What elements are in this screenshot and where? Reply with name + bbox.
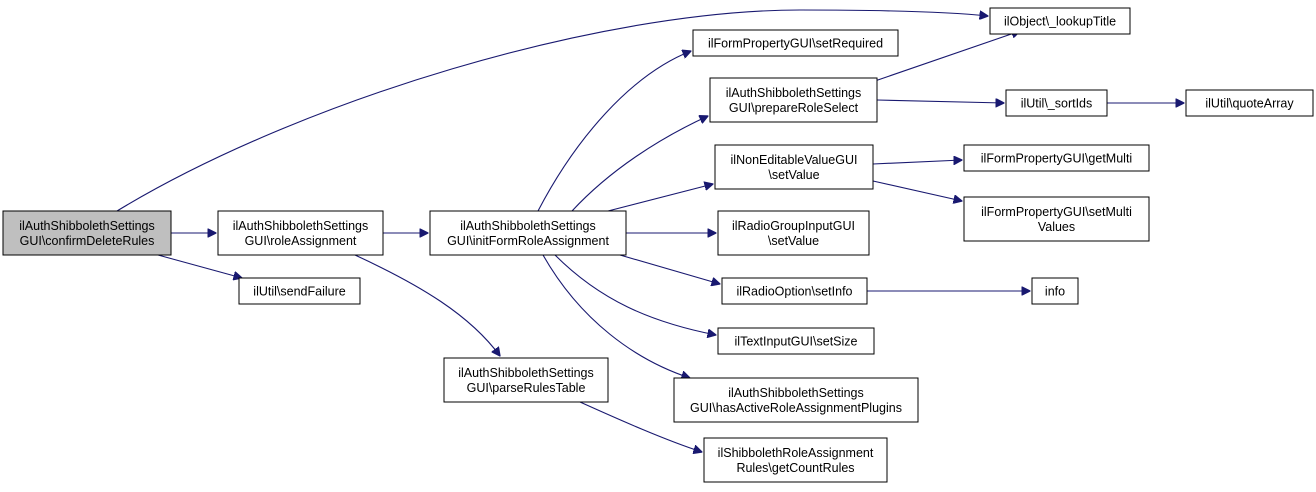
node-box [717,327,875,355]
node-label-line: GUI\initFormRoleAssignment [447,234,609,248]
node-info[interactable]: info [1031,277,1079,305]
node-box [1185,89,1314,117]
node-label-line: ilRadioOption\setInfo [736,285,852,299]
node-nevSetValue[interactable]: ilNonEditableValueGUI\setValue [714,144,874,190]
node-label-line: GUI\roleAssignment [245,234,357,248]
node-box [238,277,361,305]
node-getCountRules[interactable]: ilShibbolethRoleAssignmentRules\getCount… [703,437,888,483]
node-label-line: \setValue [768,168,819,182]
node-label-line: ilAuthShibbolethSettings [726,86,862,100]
node-box [709,77,878,123]
node-label-line: GUI\confirmDeleteRules [20,234,155,248]
edge-parseRulesTable-to-getCountRules [579,401,702,452]
node-label-line: ilUtil\quoteArray [1205,97,1294,111]
node-label-line: ilAuthShibbolethSettings [460,219,596,233]
node-box [714,144,874,190]
node-label-line: ilShibbolethRoleAssignment [718,446,874,460]
node-sendFailure[interactable]: ilUtil\sendFailure [238,277,361,305]
edge-initFormRoleAssignment-to-hasActive [542,254,690,378]
edge-prepareRoleSelect-to-sortIds [876,100,1004,103]
node-prepareRoleSelect[interactable]: ilAuthShibbolethSettingsGUI\prepareRoleS… [709,77,878,123]
node-label-line: GUI\prepareRoleSelect [729,101,859,115]
edge-nevSetValue-to-getMulti [872,160,962,164]
node-box [217,210,384,256]
node-label-line: ilUtil\_sortIds [1021,97,1093,111]
node-label-line: ilAuthShibbolethSettings [233,219,369,233]
node-label-line: info [1045,285,1065,299]
node-label-line: ilObject\_lookupTitle [1004,15,1116,29]
node-hasActive[interactable]: ilAuthShibbolethSettingsGUI\hasActiveRol… [673,377,919,423]
node-label-line: ilRadioGroupInputGUI [732,219,855,233]
node-sortIds[interactable]: ilUtil\_sortIds [1005,89,1108,117]
node-label-line: ilFormPropertyGUI\setMulti [981,205,1132,219]
node-label-line: ilUtil\sendFailure [253,285,345,299]
node-lookupTitle[interactable]: ilObject\_lookupTitle [989,7,1131,35]
edge-initFormRoleAssignment-to-nevSetValue [607,184,713,212]
edge-roleAssignment-to-parseRulesTable [354,254,500,356]
edge-initFormRoleAssignment-to-setInfo [619,254,720,284]
nodes: ilAuthShibbolethSettingsGUI\confirmDelet… [2,7,1314,483]
node-label-line: GUI\parseRulesTable [467,381,586,395]
node-label-line: ilFormPropertyGUI\getMulti [981,152,1132,166]
node-setInfo[interactable]: ilRadioOption\setInfo [721,277,868,305]
node-getMulti[interactable]: ilFormPropertyGUI\getMulti [963,144,1150,172]
node-box [703,437,888,483]
node-box [717,210,870,256]
node-label-line: ilTextInputGUI\setSize [735,335,858,349]
node-initFormRoleAssignment[interactable]: ilAuthShibbolethSettingsGUI\initFormRole… [429,210,627,256]
node-box [963,196,1150,242]
node-setSize[interactable]: ilTextInputGUI\setSize [717,327,875,355]
node-roleAssignment[interactable]: ilAuthShibbolethSettingsGUI\roleAssignme… [217,210,384,256]
node-quoteArray[interactable]: ilUtil\quoteArray [1185,89,1314,117]
node-label-line: ilAuthShibbolethSettings [19,219,155,233]
edge-initFormRoleAssignment-to-setSize [554,254,716,335]
node-parseRulesTable[interactable]: ilAuthShibbolethSettingsGUI\parseRulesTa… [443,357,609,403]
edges [116,9,1184,452]
node-box [1031,277,1079,305]
node-box [721,277,868,305]
node-box [963,144,1150,172]
edge-prepareRoleSelect-to-lookupTitle [871,31,1020,83]
node-box [2,210,172,256]
node-box [1005,89,1108,117]
node-box [673,377,919,423]
node-confirmDeleteRules[interactable]: ilAuthShibbolethSettingsGUI\confirmDelet… [2,210,172,256]
edge-confirmDeleteRules-to-sendFailure [157,254,242,278]
node-label-line: GUI\hasActiveRoleAssignmentPlugins [690,401,902,415]
node-rgSetValue[interactable]: ilRadioGroupInputGUI\setValue [717,210,870,256]
node-label-line: Rules\getCountRules [736,461,854,475]
node-setRequired[interactable]: ilFormPropertyGUI\setRequired [692,29,899,57]
node-box [443,357,609,403]
node-label-line: ilAuthShibbolethSettings [458,366,594,380]
edge-initFormRoleAssignment-to-setRequired [537,51,691,212]
node-label-line: \setValue [768,234,819,248]
node-label-line: ilNonEditableValueGUI [731,153,858,167]
edge-nevSetValue-to-setMultiValues [872,180,962,201]
node-box [692,29,899,57]
node-label-line: ilAuthShibbolethSettings [728,386,864,400]
node-box [429,210,627,256]
edge-confirmDeleteRules-to-lookupTitle [116,9,988,212]
node-box [989,7,1131,35]
edge-initFormRoleAssignment-to-prepareRoleSelect [571,116,708,212]
node-label-line: Values [1038,220,1075,234]
node-label-line: ilFormPropertyGUI\setRequired [708,37,883,51]
